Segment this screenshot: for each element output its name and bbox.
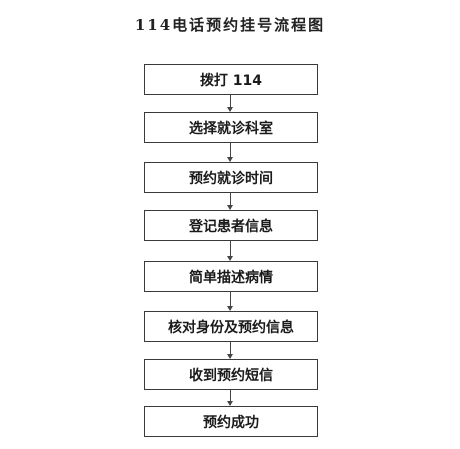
step-describe-condition: 简单描述病情 (144, 261, 318, 292)
flowchart-title: 114电话预约挂号流程图 (134, 16, 326, 34)
arrow-down (227, 95, 233, 112)
step-dial-114: 拨打 114 (144, 64, 318, 95)
arrow-down (227, 241, 233, 261)
arrow-down (227, 390, 233, 406)
arrow-down (227, 342, 233, 359)
step-register-patient: 登记患者信息 (144, 210, 318, 241)
step-booking-success: 预约成功 (144, 406, 318, 437)
step-verify-identity: 核对身份及预约信息 (144, 311, 318, 342)
step-receive-sms: 收到预约短信 (144, 359, 318, 390)
arrow-down (227, 193, 233, 210)
arrow-down (227, 292, 233, 311)
step-book-time: 预约就诊时间 (144, 162, 318, 193)
arrow-down (227, 143, 233, 162)
step-select-department: 选择就诊科室 (144, 112, 318, 143)
